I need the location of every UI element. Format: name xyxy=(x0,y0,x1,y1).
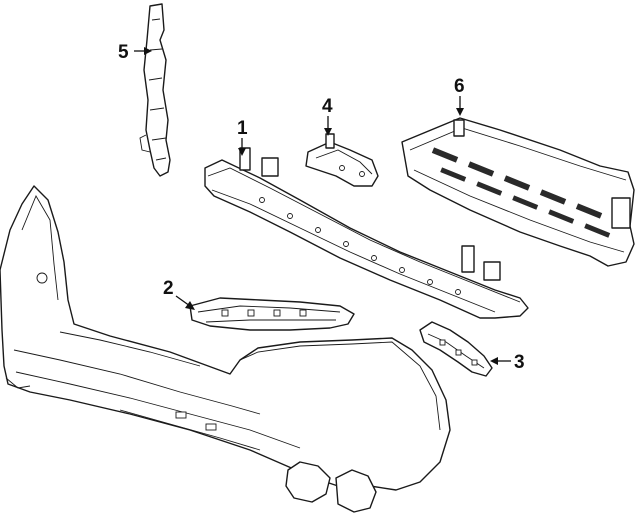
callout-6: 6 xyxy=(454,76,465,116)
bumper-cover xyxy=(0,185,451,513)
callout-3-label: 3 xyxy=(514,352,525,373)
part-5-absorber-strip xyxy=(139,3,171,177)
callout-2-label: 2 xyxy=(163,278,174,299)
callout-4-label: 4 xyxy=(322,96,333,117)
callout-1: 1 xyxy=(237,118,248,156)
callout-3: 3 xyxy=(490,352,525,373)
callout-4: 4 xyxy=(322,96,333,136)
callout-2: 2 xyxy=(163,278,195,310)
part-6-grille-frame xyxy=(401,117,635,267)
part-2-side-bracket xyxy=(189,297,355,331)
part-3-side-bracket xyxy=(419,321,493,377)
callout-6-label: 6 xyxy=(454,76,465,97)
part-4-bracket xyxy=(305,133,379,187)
callout-5: 5 xyxy=(118,42,152,63)
callout-5-label: 5 xyxy=(118,42,129,63)
callout-1-label: 1 xyxy=(237,118,248,139)
